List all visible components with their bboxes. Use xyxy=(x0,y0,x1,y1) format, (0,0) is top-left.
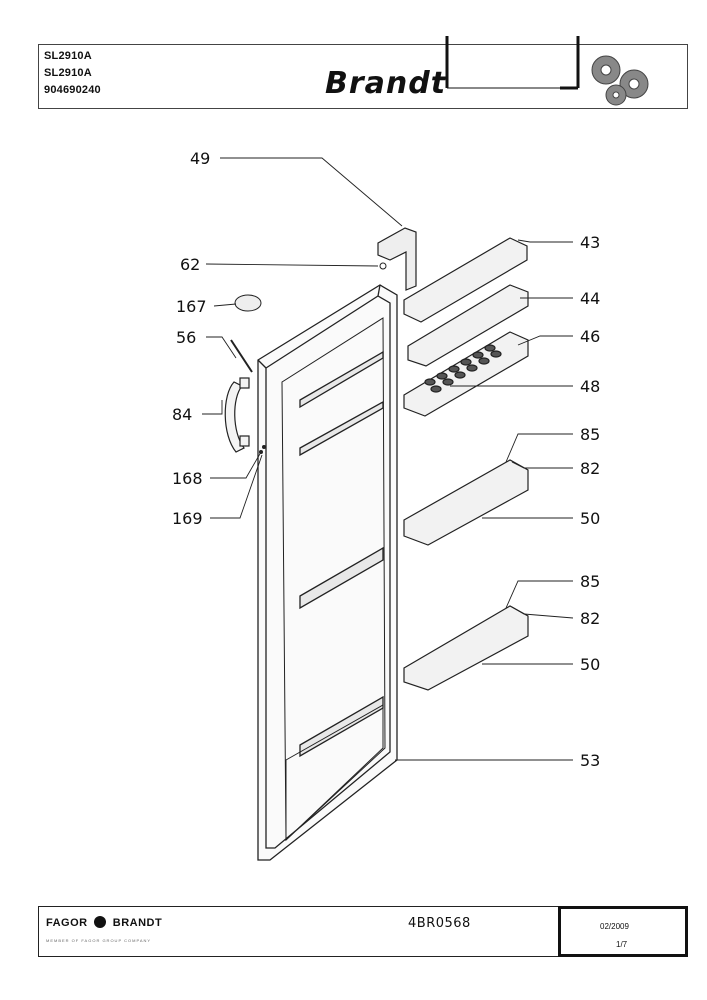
logo-swirl-icon xyxy=(94,916,107,928)
callout-53: 53 xyxy=(580,751,600,770)
callout-48: 48 xyxy=(580,377,600,396)
callout-168: 168 xyxy=(172,469,203,488)
logo-left-text: FAGOR xyxy=(46,917,88,929)
page-number: 1/7 xyxy=(616,940,628,949)
callout-167: 167 xyxy=(176,297,207,316)
callout-50-upper: 50 xyxy=(580,509,600,528)
callout-82-lower: 82 xyxy=(580,609,600,628)
footer-tagline: MEMBER OF FAGOR GROUP COMPANY xyxy=(46,938,152,943)
part-number: 904690240 xyxy=(44,84,101,96)
callout-85-upper: 85 xyxy=(580,425,600,444)
brand-logo: Brandt xyxy=(325,66,447,101)
callout-56: 56 xyxy=(176,328,196,347)
callout-46: 46 xyxy=(580,327,600,346)
hinge-cap xyxy=(234,294,262,312)
model-line-2: SL2910A xyxy=(44,67,92,79)
hinge-top xyxy=(377,227,417,291)
door-shelves xyxy=(403,237,529,691)
callout-85-lower: 85 xyxy=(580,572,600,591)
title-block xyxy=(38,44,688,109)
door-handle xyxy=(224,377,250,453)
hinge-pin xyxy=(379,262,387,270)
header-bracket xyxy=(445,36,580,90)
model-line-1: SL2910A xyxy=(44,50,92,62)
callout-50-lower: 50 xyxy=(580,655,600,674)
callout-49: 49 xyxy=(190,149,210,168)
gear-emblem-icon xyxy=(591,55,649,106)
document-code: 4BR0568 xyxy=(408,916,471,931)
callout-84: 84 xyxy=(172,405,192,424)
document-date: 02/2009 xyxy=(600,922,629,931)
callout-169: 169 xyxy=(172,509,203,528)
leader-lines xyxy=(202,157,574,761)
callout-62: 62 xyxy=(180,255,200,274)
logo-right-text: BRANDT xyxy=(112,917,163,929)
callout-44: 44 xyxy=(580,289,600,308)
date-page-box xyxy=(558,906,688,957)
callout-82-upper: 82 xyxy=(580,459,600,478)
fagor-brandt-logo: FAGOR BRANDT xyxy=(46,916,162,929)
door-frame xyxy=(257,284,398,861)
callout-43: 43 xyxy=(580,233,600,252)
